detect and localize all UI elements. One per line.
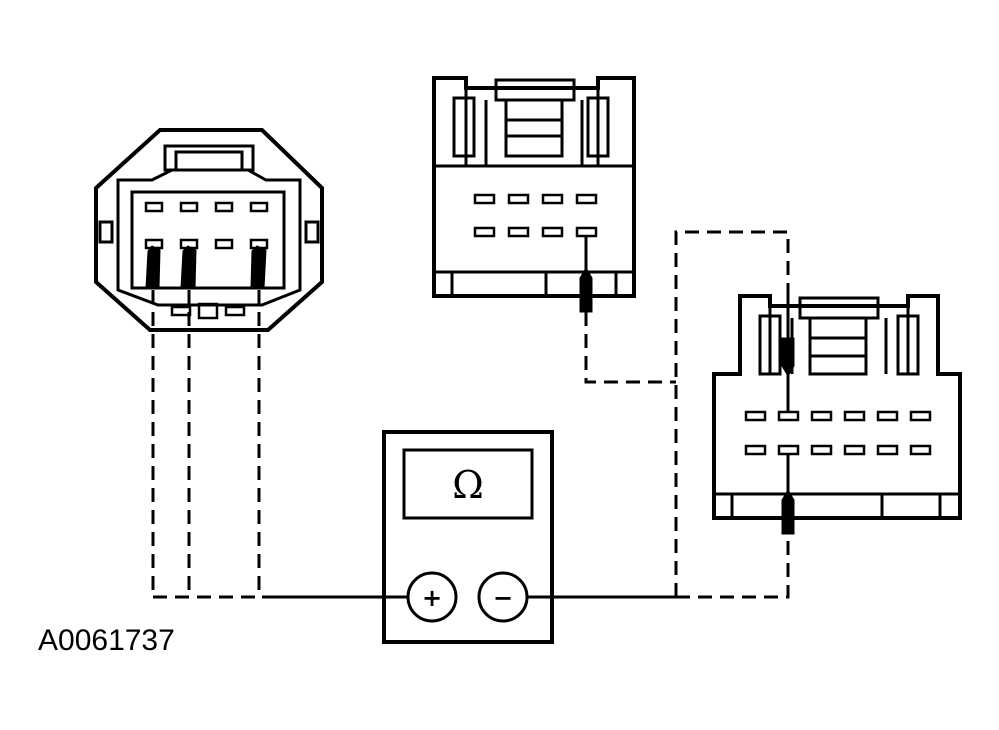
top-connector-probe xyxy=(579,236,593,313)
right-connector-probes xyxy=(781,296,795,535)
probe-2 xyxy=(180,245,197,289)
dashed-probe-wires xyxy=(151,230,790,599)
left-connector xyxy=(94,128,324,332)
probe-3 xyxy=(250,245,267,289)
meter-display xyxy=(402,448,534,520)
probe-upper xyxy=(781,337,795,377)
positive-terminal-sign: + xyxy=(422,584,442,612)
figure-id: A0061737 xyxy=(38,624,175,657)
probe-1 xyxy=(145,245,161,289)
ohm-symbol: Ω xyxy=(452,463,484,507)
right-connector xyxy=(712,294,962,520)
top-connector xyxy=(432,76,636,298)
negative-terminal-sign: − xyxy=(493,584,513,612)
left-connector-probes xyxy=(145,245,267,289)
probe-lower xyxy=(781,489,795,535)
ohmmeter: Ω + − xyxy=(382,430,554,644)
